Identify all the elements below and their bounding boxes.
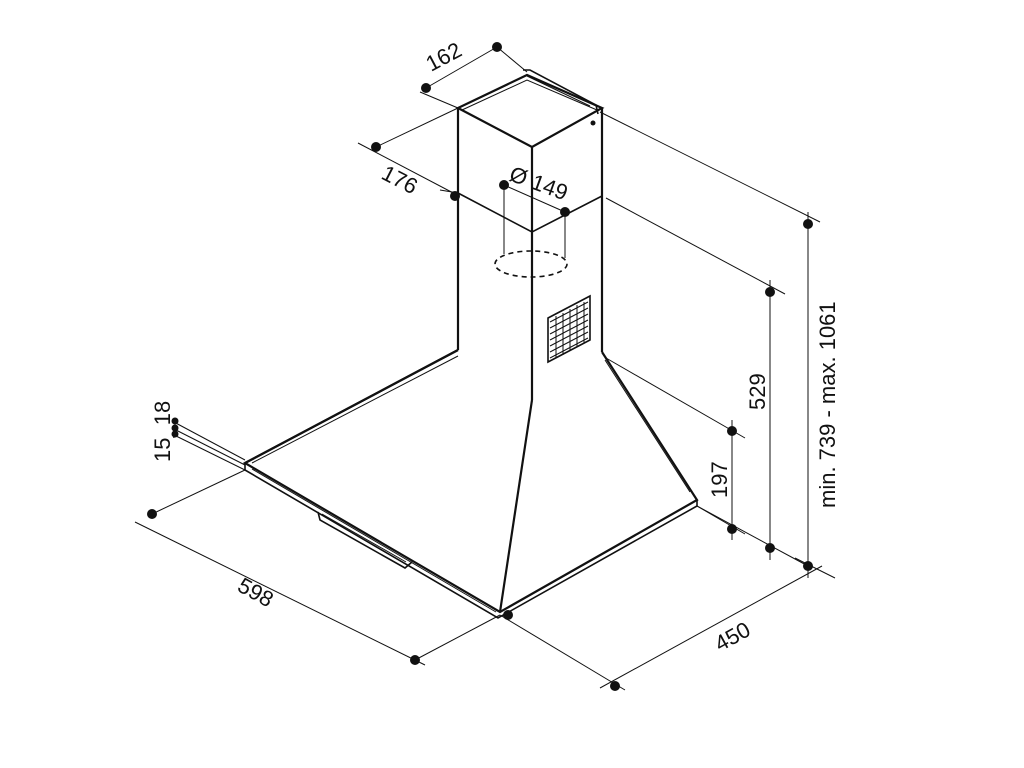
dim-total-height-range: min. 739 - max. 1061	[815, 301, 840, 508]
dim-hood-depth: 450	[710, 617, 754, 657]
dim-edge-thickness: 15_18	[150, 401, 175, 462]
dimension-lines	[134, 46, 836, 691]
dim-chimney-depth: 162	[422, 37, 466, 76]
dim-canopy-height: 197	[707, 461, 732, 498]
dimension-dots	[147, 42, 813, 691]
dim-hood-width: 598	[234, 573, 278, 613]
outlet-ellipse	[494, 250, 568, 278]
hood-outline	[242, 69, 699, 619]
dim-chimney-width: 176	[378, 160, 422, 199]
dim-outlet-diameter: Ø 149	[506, 161, 571, 205]
dim-chimney-height: 529	[745, 373, 770, 410]
vent-grille	[547, 294, 591, 364]
